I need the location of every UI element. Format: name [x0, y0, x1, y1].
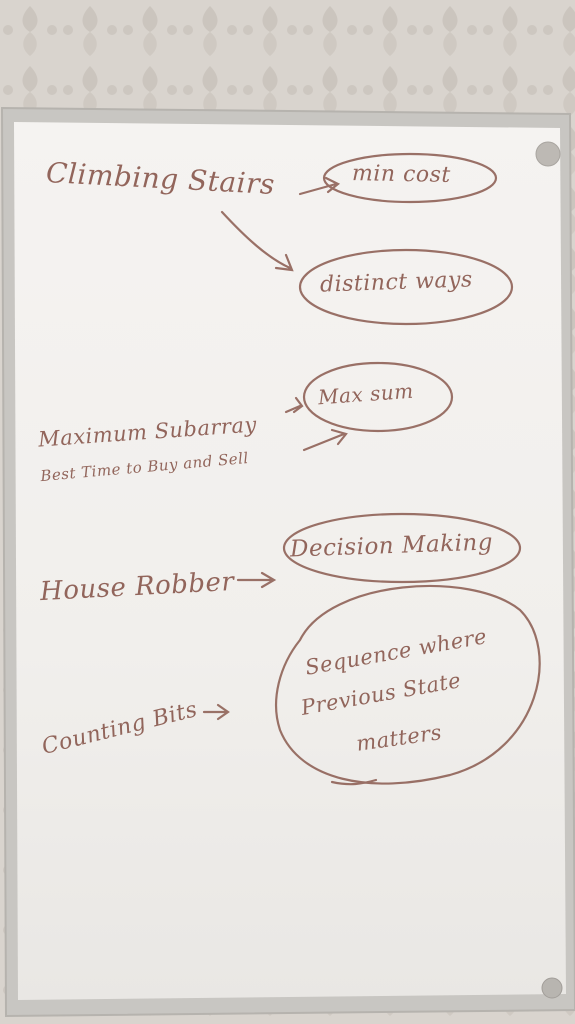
arrow-from-house-robber	[236, 571, 277, 589]
arrow-from-best-time	[302, 428, 348, 452]
arrow-from-counting-bits	[202, 703, 230, 721]
arrow-to-distinct-ways	[220, 210, 294, 272]
note-min-cost: min cost	[351, 161, 451, 188]
arrow-from-max-subarray	[284, 396, 304, 414]
sequence-tail	[330, 778, 378, 786]
decision-making-ellipse	[282, 512, 522, 584]
max-sum-ellipse	[302, 361, 454, 433]
magnet-top-right	[535, 141, 561, 167]
distinct-ways-ellipse	[298, 248, 514, 326]
magnet-bottom-right	[541, 977, 563, 999]
note-distinct-ways: distinct ways	[319, 267, 474, 298]
arrow-to-min-cost	[298, 176, 341, 196]
min-cost-ellipse	[322, 152, 498, 204]
sequence-ellipse	[274, 584, 541, 785]
